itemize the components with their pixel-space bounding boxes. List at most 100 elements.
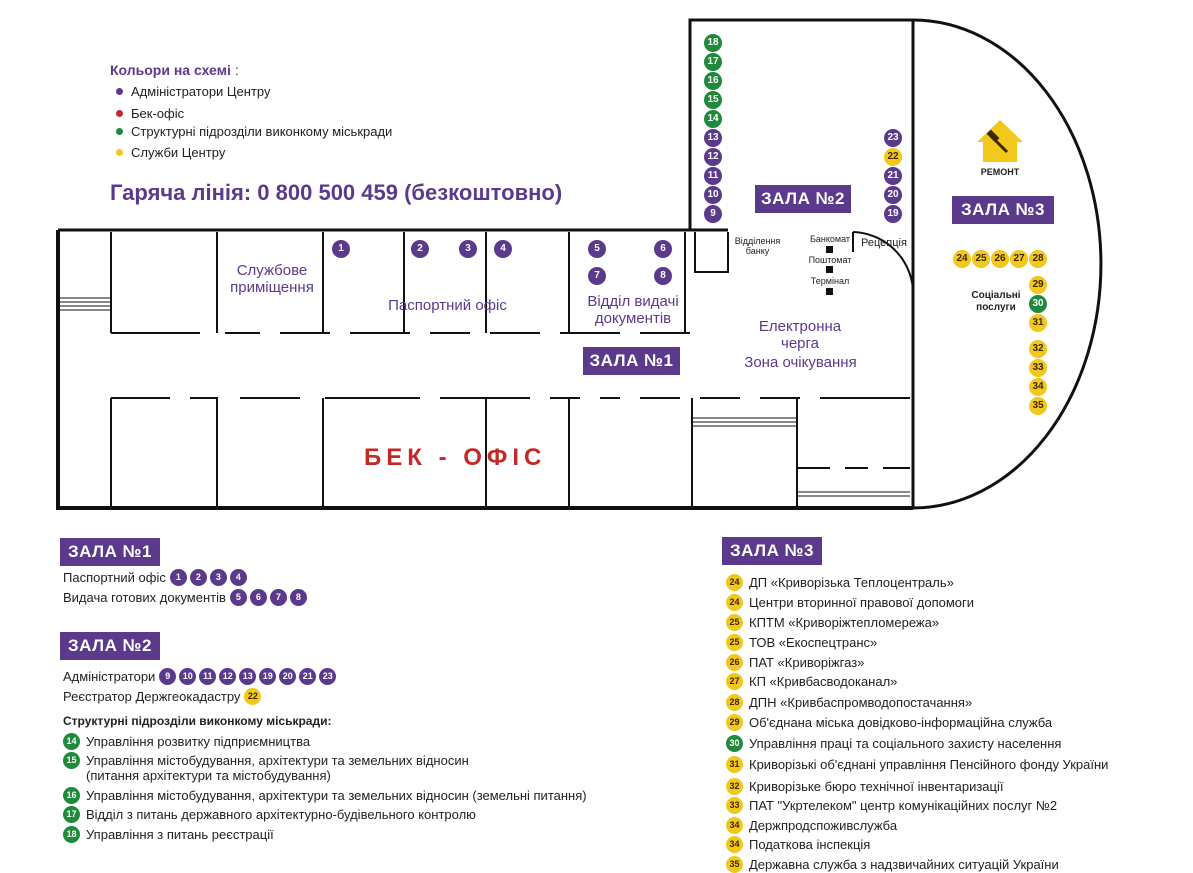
house-repair-icon — [977, 120, 1023, 162]
service-room-label: Службове приміщення — [230, 262, 314, 296]
service-badge: 24 — [726, 574, 743, 591]
window-badge-6: 6 — [654, 240, 672, 258]
window-badge-13: 13 — [704, 129, 722, 147]
service-label: Державна служба з надзвичайних ситуацій … — [749, 857, 1059, 872]
window-badge-32: 32 — [1029, 340, 1047, 358]
docs-office-label: Відділ видачі документів — [587, 293, 679, 327]
service-badge: 25 — [726, 614, 743, 631]
service-label: ДП «Криворізька Теплоцентраль» — [749, 575, 954, 590]
badge-18: 18 — [63, 826, 80, 843]
purple-dot-icon — [116, 88, 123, 95]
service-badge: 34 — [726, 836, 743, 853]
units-title: Структурні підрозділи виконкому міськрад… — [63, 714, 332, 728]
service-row: 29 Об'єднана міська довідково-інформаційн… — [726, 714, 1056, 731]
service-label: Держпродспоживслужба — [749, 818, 898, 833]
window-badge-18: 18 — [704, 34, 722, 52]
repair-label: РЕМОНТ — [980, 167, 1020, 177]
bank-label: Відділення банку — [734, 236, 781, 256]
window-badge-27: 27 — [1010, 250, 1028, 268]
hall3-label: ЗАЛА №3 — [952, 196, 1054, 224]
window-badge-30: 30 — [1029, 295, 1047, 313]
service-label: Податкова інспекція — [749, 837, 871, 852]
window-badge-2: 2 — [411, 240, 429, 258]
service-badge: 29 — [726, 714, 743, 731]
info-registrar-row: Реєстратор Держгеокадастру 22 — [63, 688, 264, 705]
window-badge-28: 28 — [1029, 250, 1047, 268]
service-label: КП «Кривбасводоканал» — [749, 674, 898, 689]
badge-17: 17 — [63, 806, 80, 823]
window-badge-35: 35 — [1029, 397, 1047, 415]
service-row: 31 Криворізькі об'єднані управління Пенсі… — [726, 756, 1112, 773]
social-services-label: Соціальні послуги — [971, 290, 1021, 313]
window-badge-29: 29 — [1029, 276, 1047, 294]
window-badge-34: 34 — [1029, 378, 1047, 396]
legend-item-units: Структурні підрозділи виконкому міськрад… — [116, 124, 392, 139]
service-row: 24 ДП «Криворізька Теплоцентраль» — [726, 574, 958, 591]
badge-16: 16 — [63, 787, 80, 804]
info-admins-row: Адміністратори 9 10 11 12 13 19 20 21 23 — [63, 668, 339, 685]
badge-10: 10 — [179, 668, 197, 685]
service-badge: 24 — [726, 594, 743, 611]
window-badge-14: 14 — [704, 110, 722, 128]
window-badge-26: 26 — [991, 250, 1009, 268]
service-badge: 25 — [726, 634, 743, 651]
service-badge: 34 — [726, 817, 743, 834]
badge-20: 20 — [279, 668, 297, 685]
badge-12: 12 — [219, 668, 237, 685]
legend-item-admins: Адміністратори Центру — [116, 84, 270, 99]
service-label: ДПН «Кривбаспромводопостачання» — [749, 695, 973, 710]
legend-item-backoffice: Бек-офіс — [116, 106, 184, 121]
hall1-label: ЗАЛА №1 — [583, 347, 680, 375]
badge-11: 11 — [199, 668, 217, 685]
green-dot-icon — [116, 128, 123, 135]
window-badge-11: 11 — [704, 167, 722, 185]
service-label: ПАТ "Укртелеком" центр комунікаційних по… — [749, 798, 1058, 813]
window-badge-1: 1 — [332, 240, 350, 258]
window-badge-31: 31 — [1029, 314, 1047, 332]
service-label: Об'єднана міська довідково-інформаційна … — [749, 715, 1053, 730]
badge-9: 9 — [159, 668, 177, 685]
badge-2: 2 — [189, 569, 207, 586]
atm-label: Банкомат — [809, 234, 851, 244]
service-badge: 31 — [726, 756, 743, 773]
window-badge-20: 20 — [884, 186, 902, 204]
reception-label: Рецепція — [861, 237, 907, 249]
e-queue-label: Електронна черга — [758, 318, 842, 352]
badge-15: 15 — [63, 752, 80, 769]
info-hall2-title: ЗАЛА №2 — [60, 632, 160, 660]
yellow-dot-icon — [116, 149, 123, 156]
badge-4: 4 — [229, 569, 247, 586]
window-badge-25: 25 — [972, 250, 990, 268]
service-badge: 32 — [726, 778, 743, 795]
badge-23: 23 — [319, 668, 337, 685]
service-label: ПАТ «Криворіжгаз» — [749, 655, 865, 670]
atm-icon — [826, 246, 833, 253]
info-docs-row: Видача готових документів 5 6 7 8 — [63, 589, 310, 606]
service-label: Криворізькі об'єднані управління Пенсійн… — [749, 757, 1109, 772]
window-badge-15: 15 — [704, 91, 722, 109]
badge-5: 5 — [229, 589, 247, 606]
passport-office-label: Паспортний офіс — [388, 297, 507, 314]
hall2-label: ЗАЛА №2 — [755, 185, 851, 213]
unit-row-cont: (питання архітектури та містобудування) — [86, 768, 331, 783]
service-row: 34 Держпродспоживслужба — [726, 817, 901, 834]
service-label: Управління праці та соціального захисту … — [749, 736, 1062, 751]
window-badge-24: 24 — [953, 250, 971, 268]
badge-7: 7 — [269, 589, 287, 606]
window-badge-5: 5 — [588, 240, 606, 258]
